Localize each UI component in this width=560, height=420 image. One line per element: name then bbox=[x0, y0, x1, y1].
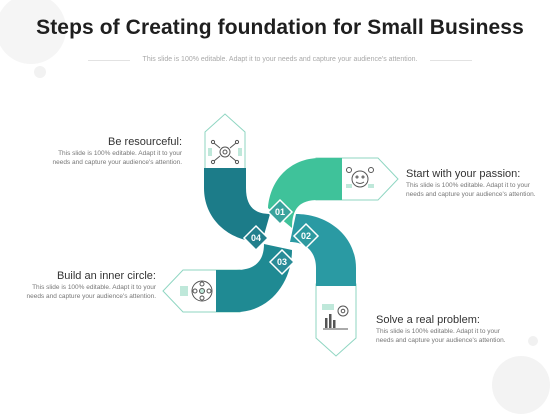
diamond-03 bbox=[268, 248, 296, 276]
step-description-line: This slide is 100% editable. Adapt it to… bbox=[32, 284, 156, 291]
step-description-line: This slide is 100% editable. Adapt it to… bbox=[58, 150, 182, 157]
subtitle-divider-left bbox=[88, 60, 130, 61]
blade-bottom-right bbox=[290, 214, 356, 286]
step-description-line: needs and capture your audience's attent… bbox=[26, 292, 156, 300]
step-description-line: This slide is 100% editable. Adapt it to… bbox=[376, 328, 500, 335]
step-description-line: needs and capture your audience's attent… bbox=[376, 336, 506, 344]
step-heading: Solve a real problem: bbox=[376, 314, 480, 326]
subtitle-row: This slide is 100% editable. Adapt it to… bbox=[0, 54, 560, 68]
people-circle-icon bbox=[180, 280, 213, 302]
step-block-01: Start with your passion: This slide is 1… bbox=[406, 168, 556, 199]
card-outline-top bbox=[204, 113, 246, 177]
step-number-04: 04 bbox=[251, 233, 261, 243]
page-title: Steps of Creating foundation for Small B… bbox=[36, 16, 524, 39]
face-gears-icon bbox=[346, 167, 374, 188]
decor-dot-left bbox=[34, 66, 46, 78]
diamond-02 bbox=[292, 222, 320, 250]
step-heading: Build an inner circle: bbox=[56, 270, 156, 282]
diamond-04 bbox=[242, 224, 270, 252]
step-number-01: 01 bbox=[275, 207, 285, 217]
step-number-03: 03 bbox=[277, 257, 287, 267]
decor-circle-bottom-right bbox=[492, 356, 550, 414]
center-diamonds bbox=[242, 198, 320, 276]
chart-gear-icon bbox=[322, 304, 349, 330]
step-description-line: needs and capture your audience's attent… bbox=[406, 190, 536, 198]
step-description-line: This slide is 100% editable. Adapt it to… bbox=[406, 182, 530, 189]
decor-dot-bottom-right bbox=[528, 336, 538, 346]
step-block-04: Be resourceful: This slide is 100% edita… bbox=[20, 136, 182, 167]
card-outline-bottom bbox=[315, 283, 357, 357]
step-number-02: 02 bbox=[301, 231, 311, 241]
step-description-line: needs and capture your audience's attent… bbox=[52, 158, 182, 166]
gear-network-icon bbox=[208, 139, 242, 165]
step-heading: Be resourceful: bbox=[108, 136, 182, 148]
step-block-03: Build an inner circle: This slide is 100… bbox=[10, 270, 156, 301]
subtitle-divider-right bbox=[430, 60, 472, 61]
decor-circle-top-left bbox=[0, 0, 66, 64]
diamond-01 bbox=[266, 198, 294, 226]
blade-top-left bbox=[204, 168, 270, 242]
subtitle: This slide is 100% editable. Adapt it to… bbox=[142, 56, 418, 63]
step-block-02: Solve a real problem: This slide is 100%… bbox=[376, 314, 526, 345]
step-heading: Start with your passion: bbox=[406, 168, 521, 180]
